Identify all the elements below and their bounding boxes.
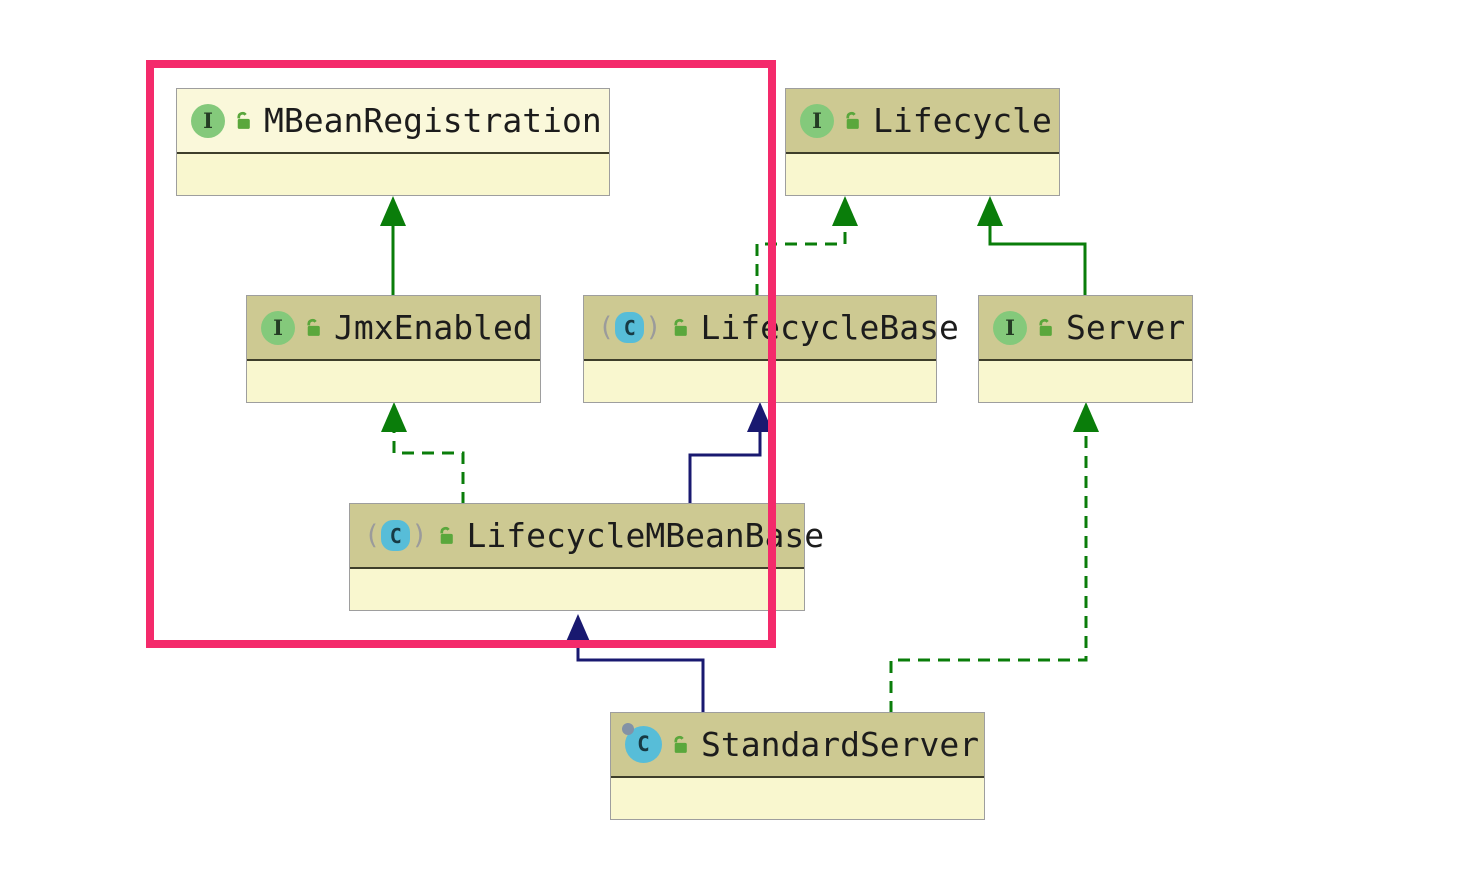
public-lock-icon <box>1035 317 1056 338</box>
node-title: LifecycleBase <box>700 308 959 347</box>
interface-icon: I <box>800 103 834 138</box>
edge-standardserver-implements-server[interactable] <box>889 402 1099 713</box>
public-lock-icon <box>842 110 863 131</box>
node-body <box>247 361 540 402</box>
edge-standardserver-extends-lifecyclembeanbase[interactable] <box>565 614 705 713</box>
interface-icon: I <box>993 310 1027 345</box>
node-header: I JmxEnabled <box>247 296 540 361</box>
node-title: StandardServer <box>701 725 980 764</box>
node-header: I Server <box>979 296 1192 361</box>
interface-icon: I <box>191 103 225 138</box>
edge-lifecyclembeanbase-extends-lifecyclebase[interactable] <box>688 402 773 504</box>
node-body <box>611 778 984 819</box>
node-title: JmxEnabled <box>334 308 533 347</box>
class-node-lifecycle[interactable]: I Lifecycle <box>785 88 1060 196</box>
abstract-class-icon: ( C ) <box>598 312 662 343</box>
node-body <box>177 154 609 195</box>
class-node-lifecyclembeanbase[interactable]: ( C ) LifecycleMBeanBase <box>349 503 824 611</box>
node-header: I Lifecycle <box>786 89 1059 154</box>
node-title: Lifecycle <box>873 101 1052 140</box>
class-node-standardserver[interactable]: C StandardServer <box>610 712 985 820</box>
node-title: MBeanRegistration <box>264 101 602 140</box>
edge-jmxenabled-extends-mbeanregistration[interactable] <box>380 196 406 296</box>
edge-server-extends-lifecycle[interactable] <box>977 196 1087 296</box>
class-icon-decoration <box>622 723 634 735</box>
node-header: ( C ) LifecycleMBeanBase <box>350 504 824 569</box>
node-header: C StandardServer <box>611 713 984 778</box>
node-body <box>350 569 804 610</box>
node-title: LifecycleMBeanBase <box>466 516 825 555</box>
class-node-server[interactable]: I Server <box>978 295 1193 403</box>
node-title: Server <box>1066 308 1186 347</box>
node-header: I MBeanRegistration <box>177 89 609 154</box>
public-lock-icon <box>303 317 324 338</box>
node-header: ( C ) LifecycleBase <box>584 296 959 361</box>
class-node-jmxenabled[interactable]: I JmxEnabled <box>246 295 541 403</box>
node-body <box>584 361 936 402</box>
node-body <box>786 154 1059 195</box>
public-lock-icon <box>670 317 691 338</box>
public-lock-icon <box>670 734 691 755</box>
node-body <box>979 361 1192 402</box>
interface-icon: I <box>261 310 295 345</box>
public-lock-icon <box>233 110 254 131</box>
class-node-lifecyclebase[interactable]: ( C ) LifecycleBase <box>583 295 959 403</box>
class-icon: C <box>622 723 662 763</box>
public-lock-icon <box>436 525 457 546</box>
class-node-mbeanregistration[interactable]: I MBeanRegistration <box>176 88 610 196</box>
edge-lifecyclebase-implements-lifecycle[interactable] <box>755 196 858 296</box>
edge-lifecyclembeanbase-implements-jmxenabled[interactable] <box>381 402 465 504</box>
abstract-class-icon: ( C ) <box>364 520 428 551</box>
